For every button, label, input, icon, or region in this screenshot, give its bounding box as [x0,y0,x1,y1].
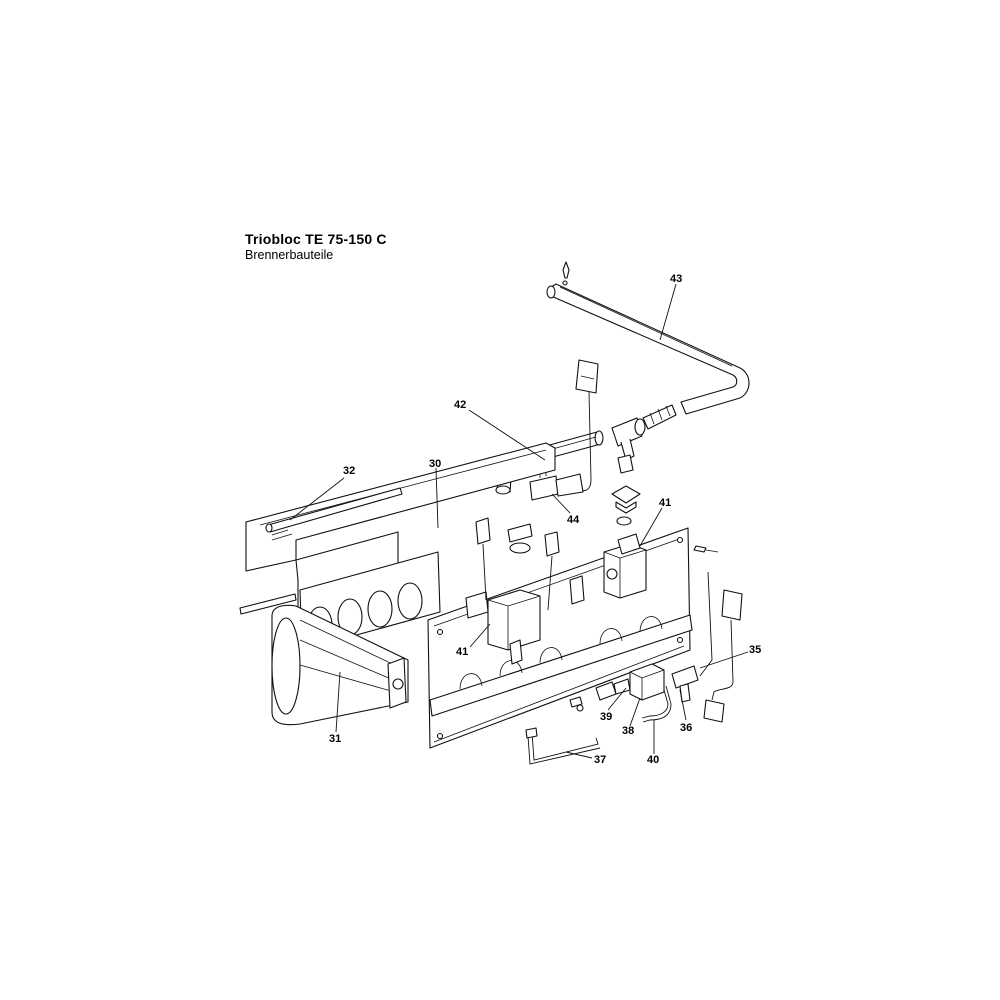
callout-41-right: 41 [659,497,671,509]
front-plate [427,527,693,749]
callout-44: 44 [567,514,580,526]
nozzle-fittings [611,454,641,526]
callout-41-left: 41 [456,646,468,658]
leader-lines [289,283,749,759]
part-43-gas-pipe [546,261,750,461]
callout-30: 30 [429,458,441,470]
part-41-gas-valve-left [465,589,541,665]
title-block: Triobloc TE 75-150 C Brennerbauteile [245,231,387,262]
part-39-fitting [569,678,631,712]
callout-40: 40 [647,754,659,766]
diagram-subtitle: Brennerbauteile [245,248,334,262]
part-36-sensor [671,665,699,703]
callout-31: 31 [329,733,341,745]
callout-labels: 43 42 30 32 44 41 41 35 31 39 36 38 37 4… [329,273,761,766]
part-31-burner-housing [239,593,409,726]
part-37-wire-bracket [525,727,601,765]
callout-39: 39 [600,711,612,723]
callout-43: 43 [670,273,682,285]
part-32-rod [265,487,403,541]
callout-32: 32 [343,465,355,477]
callout-42: 42 [454,399,466,411]
wiring-connectors [475,517,585,611]
diagram-title: Triobloc TE 75-150 C [245,231,387,247]
callout-37: 37 [594,754,606,766]
part-40-pipe [641,685,672,723]
callout-36: 36 [680,722,692,734]
callout-35: 35 [749,644,761,656]
part-41-gas-valve-right [603,533,647,599]
part-35-electrode-cable [693,545,743,723]
callout-38: 38 [622,725,634,737]
part-44-ignition-electrode [529,359,599,501]
part-38-valve-block [629,663,665,701]
